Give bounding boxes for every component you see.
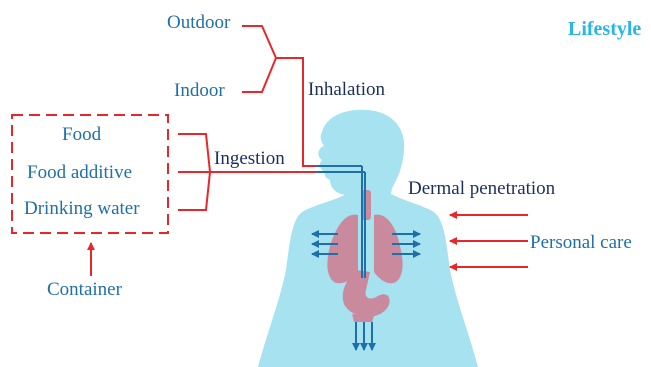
source-drinking-water: Drinking water [24, 198, 140, 220]
route-ingestion: Ingestion [214, 148, 285, 170]
diagram-title: Lifestyle [568, 18, 641, 40]
body-silhouette [258, 110, 478, 367]
source-indoor: Indoor [174, 80, 225, 102]
source-outdoor: Outdoor [167, 12, 230, 34]
inhalation-bracket [242, 26, 276, 92]
source-container: Container [47, 279, 122, 301]
source-personal-care: Personal care [530, 232, 632, 254]
source-food: Food [62, 124, 101, 146]
route-inhalation: Inhalation [308, 79, 385, 101]
route-dermal-penetration: Dermal penetration [408, 178, 555, 200]
source-food-additive: Food additive [27, 162, 132, 184]
